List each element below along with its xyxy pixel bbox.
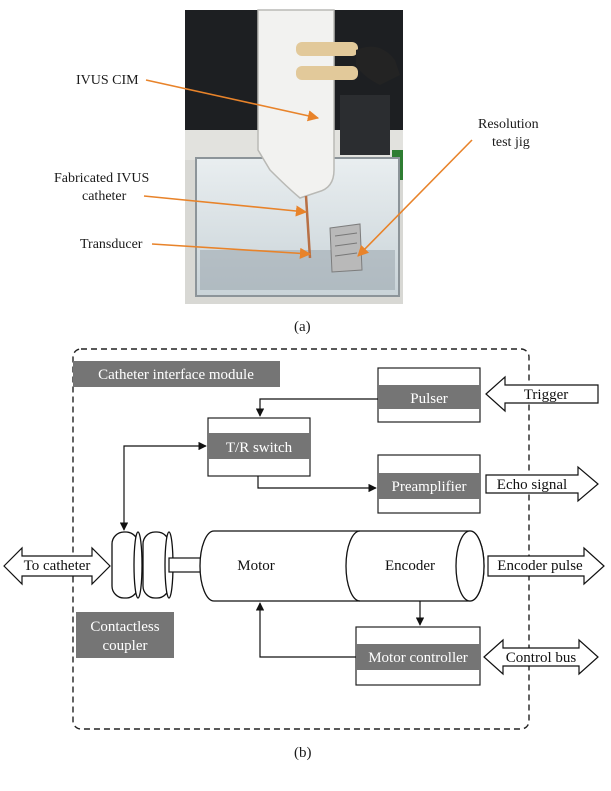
ivus-cim xyxy=(257,9,335,199)
photo-annotations: IVUS CIM Fabricated IVUS catheter Transd… xyxy=(54,73,539,335)
cim-handle-bottom xyxy=(296,66,358,80)
coupler-label-line2: coupler xyxy=(103,638,148,654)
pulser-block xyxy=(378,385,480,409)
line-pulser-to-tr xyxy=(255,398,378,417)
label-catheter-line2: catheter xyxy=(82,189,127,204)
control-bus-label: Control bus xyxy=(506,650,577,666)
label-jig-line1: Resolution xyxy=(478,117,539,132)
photo-panel xyxy=(185,9,403,304)
preamplifier-block xyxy=(378,473,480,499)
cim-handle-top xyxy=(296,42,358,56)
label-jig-line2: test jig xyxy=(492,135,530,150)
arrow-jig xyxy=(357,139,473,257)
pulser-label: Pulser xyxy=(410,391,448,407)
tr-switch-label: T/R switch xyxy=(226,440,293,456)
contactless-coupler xyxy=(111,531,174,599)
block-diagram: Catheter interface module Pulser T/R swi… xyxy=(3,348,605,761)
module-title-box xyxy=(73,361,280,387)
to-catheter-arrow xyxy=(3,546,111,586)
tank-bottom xyxy=(200,250,395,290)
line-controller-to-motor xyxy=(255,602,356,658)
trigger-label: Trigger xyxy=(524,387,568,403)
motor-label: Motor xyxy=(237,558,275,574)
label-ivus-cim: IVUS CIM xyxy=(76,73,139,88)
echo-signal-arrow xyxy=(485,465,599,503)
line-tr-to-preamp xyxy=(257,476,377,493)
encoder-divider xyxy=(345,530,361,602)
motor-controller-label: Motor controller xyxy=(368,650,468,666)
encoder-pulse-label: Encoder pulse xyxy=(497,558,583,574)
trigger-arrow xyxy=(485,375,599,413)
arrow-cim xyxy=(145,79,320,122)
cylinder-end xyxy=(455,530,485,602)
tr-switch-block xyxy=(208,433,310,459)
caption-b: (b) xyxy=(294,745,312,761)
resolution-test-jig xyxy=(329,223,363,273)
echo-signal-label: Echo signal xyxy=(497,477,567,493)
control-bus-arrow xyxy=(483,638,599,676)
label-transducer: Transducer xyxy=(80,237,143,252)
line-coupler-tr xyxy=(119,441,207,531)
coupler-label-line1: Contactless xyxy=(90,619,159,635)
encoder-pulse-arrow xyxy=(487,546,605,586)
device-clamp xyxy=(340,95,390,155)
arrow-catheter xyxy=(143,195,308,217)
label-catheter-line1: Fabricated IVUS xyxy=(54,171,149,186)
clamp-knob xyxy=(356,46,400,85)
arrow-transducer xyxy=(151,243,312,259)
to-catheter-label: To catheter xyxy=(24,558,91,574)
module-title: Catheter interface module xyxy=(98,367,254,383)
encoder-label: Encoder xyxy=(385,558,435,574)
module-border xyxy=(72,348,530,730)
preamplifier-label: Preamplifier xyxy=(392,479,467,495)
caption-a: (a) xyxy=(294,319,311,335)
coupler-label-box xyxy=(76,612,174,658)
motor-controller-block xyxy=(356,644,480,670)
